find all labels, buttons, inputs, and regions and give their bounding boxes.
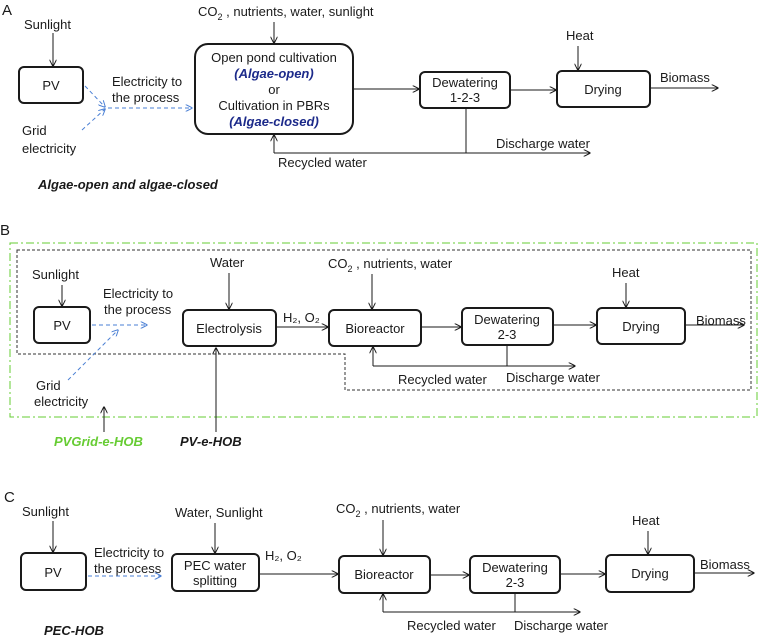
a-drying-label: Drying xyxy=(584,82,622,97)
b-grid-line1: Grid xyxy=(36,378,61,393)
a-dewatering-line2: 1-2-3 xyxy=(450,90,480,105)
b-dewatering-line1: Dewatering xyxy=(474,312,540,327)
b-dewatering-line2: 2-3 xyxy=(498,327,517,342)
c-pec-box xyxy=(171,553,260,592)
a-heat-label: Heat xyxy=(566,28,594,43)
b-heat-label: Heat xyxy=(612,265,640,280)
c-water-sunlight-label: Water, Sunlight xyxy=(175,505,263,520)
c-biomass-label: Biomass xyxy=(700,557,750,572)
panel-a: A Sunlight PV Electricity to the process… xyxy=(2,2,718,192)
b-bioreactor-label: Bioreactor xyxy=(345,321,405,336)
b-water-label: Water xyxy=(210,255,245,270)
a-pv-label: PV xyxy=(42,78,60,93)
b-electrolysis-box xyxy=(182,309,277,347)
panel-c-letter: C xyxy=(4,489,15,506)
a-sunlight-label: Sunlight xyxy=(24,17,71,32)
b-sunlight-label: Sunlight xyxy=(32,267,79,282)
a-electricity-line1: Electricity to xyxy=(112,74,182,89)
a-inputs-label: CO2 , nutrients, water, sunlight xyxy=(198,4,374,22)
c-bioreactor-label: Bioreactor xyxy=(354,567,414,582)
c-pv-box xyxy=(20,552,87,591)
c-h2o2-label: H₂, O₂ xyxy=(265,548,302,563)
c-heat-label: Heat xyxy=(632,513,660,528)
a-caption: Algae-open and algae-closed xyxy=(37,177,219,192)
b-drying-box xyxy=(596,307,686,345)
a-cultivation-line4: Cultivation in PBRs xyxy=(218,98,330,113)
a-cultivation-algae-closed: (Algae-closed) xyxy=(229,114,319,129)
panel-c: C Sunlight PV Electricity to the process… xyxy=(4,489,754,636)
b-electricity-line2: the process xyxy=(104,302,172,317)
b-electricity-line1: Electricity to xyxy=(103,286,173,301)
c-sunlight-label: Sunlight xyxy=(22,504,69,519)
b-recycled-label: Recycled water xyxy=(398,372,488,387)
c-caption: PEC-HOB xyxy=(44,623,104,636)
a-discharge-label: Discharge water xyxy=(496,136,591,151)
c-drying-label: Drying xyxy=(631,566,669,581)
c-dewatering-line1: Dewatering xyxy=(482,560,548,575)
c-electricity-line2: the process xyxy=(94,561,162,576)
b-pvgrid-boundary xyxy=(9,242,758,418)
c-recycled-label: Recycled water xyxy=(407,618,497,633)
c-dewatering-line2: 2-3 xyxy=(506,575,525,590)
a-cultivation-algae-open: (Algae-open) xyxy=(234,66,313,81)
b-label-pvgrid: PVGrid-e-HOB xyxy=(54,434,143,449)
a-recycled-label: Recycled water xyxy=(278,155,368,170)
b-pv-label: PV xyxy=(53,318,71,333)
a-cultivation-line1: Open pond cultivation xyxy=(211,50,337,65)
a-biomass-label: Biomass xyxy=(660,70,710,85)
c-electricity-line1: Electricity to xyxy=(94,545,164,560)
c-discharge-label: Discharge water xyxy=(514,618,609,633)
b-discharge-label: Discharge water xyxy=(506,370,601,385)
a-dewatering-line1: Dewatering xyxy=(432,75,498,90)
a-grid-line2: electricity xyxy=(22,141,77,156)
a-pv-dashed-arrow xyxy=(84,85,105,107)
panel-b: B Sunlight PV Electricity to the process… xyxy=(0,222,758,449)
b-grid-dashed-arrow xyxy=(67,330,118,381)
b-label-pv: PV-e-HOB xyxy=(180,434,242,449)
c-pec-line2: splitting xyxy=(193,573,237,588)
b-pv-box xyxy=(33,306,91,344)
b-electrolysis-label: Electrolysis xyxy=(196,321,262,336)
panel-a-letter: A xyxy=(2,2,12,19)
a-electricity-line2: the process xyxy=(112,90,180,105)
panel-b-letter: B xyxy=(0,222,10,239)
a-grid-dashed-arrow xyxy=(81,109,105,131)
b-drying-label: Drying xyxy=(622,319,660,334)
a-grid-line1: Grid xyxy=(22,123,47,138)
c-pec-line1: PEC water xyxy=(184,558,247,573)
a-cultivation-or: or xyxy=(268,82,280,97)
b-bioreactor-box xyxy=(328,309,422,347)
b-inputs-label: CO2 , nutrients, water xyxy=(328,256,453,274)
a-pv-box xyxy=(18,66,84,104)
b-grid-line2: electricity xyxy=(34,394,89,409)
b-pv-boundary xyxy=(16,249,752,391)
c-pv-label: PV xyxy=(44,565,62,580)
b-biomass-label: Biomass xyxy=(696,313,746,328)
a-drying-box xyxy=(556,70,651,108)
c-inputs-label: CO2 , nutrients, water xyxy=(336,501,461,519)
b-h2o2-label: H₂, O₂ xyxy=(283,310,320,325)
